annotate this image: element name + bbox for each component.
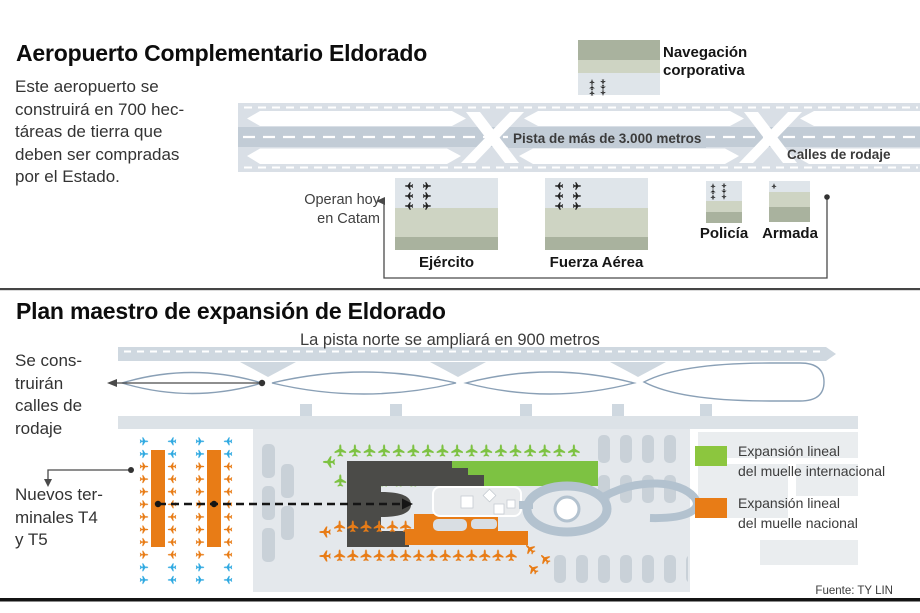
north-runway-note: La pista norte se ampliará en 900 metros [300, 331, 600, 349]
corporate-nav-box [578, 40, 660, 96]
military-aprons [395, 178, 810, 250]
t4-t5-terminals [44, 435, 413, 587]
apron-label-armada: Armada [762, 225, 818, 242]
taxiways-construction-note: Se cons- truirán calles de rodaje [15, 351, 83, 438]
legend-swatch-national [695, 498, 727, 518]
apron-fuerza-aerea [545, 178, 648, 250]
taxiway-lenses [107, 362, 825, 418]
top-intro-text: Este aeropuerto se construirá en 700 hec… [15, 77, 185, 187]
terminal-pier [347, 461, 484, 547]
north-runway [118, 347, 836, 361]
new-terminals-note: Nuevos ter- minales T4 y T5 [15, 485, 103, 550]
apron-armada [769, 181, 810, 222]
catam-note: Operan hoy en Catam [304, 192, 380, 227]
runway-length-label: Pista de más de 3.000 metros [508, 130, 707, 148]
main-runway-diagram [238, 103, 920, 172]
apron-label-policia: Policía [699, 225, 749, 242]
international-pier-expansion [452, 461, 598, 486]
bottom-section-title: Plan maestro de expansión de Eldorado [16, 298, 446, 324]
apron-ejercito [395, 178, 498, 250]
catam-bracket [376, 194, 830, 279]
access-road-loop [519, 479, 701, 537]
legend-label-national: Expansión lineal del muelle nacional [738, 495, 858, 531]
top-section-title: Aeropuerto Complementario Eldorado [16, 40, 428, 66]
apron-policia [706, 181, 742, 223]
apron-label-fuerza-aerea: Fuerza Aérea [549, 254, 644, 271]
source-credit: Fuente: TY LIN [815, 585, 893, 597]
green-plane-row [333, 443, 582, 458]
orange-plane-row [333, 548, 518, 563]
corporate-nav-label: Navegación corporativa [663, 44, 748, 79]
section-divider [0, 288, 920, 291]
legend-swatch-international [695, 446, 727, 466]
apron-label-ejercito: Ejército [418, 254, 475, 271]
orange-plane-row [333, 519, 413, 534]
terminal-t4-bar [151, 450, 165, 547]
terminal-t5-bar [207, 450, 221, 547]
taxiways-label: Calles de rodaje [787, 147, 891, 162]
legend-label-international: Expansión lineal del muelle internaciona… [738, 443, 886, 479]
terminal-complex [319, 443, 701, 577]
bottom-rule [0, 598, 920, 602]
